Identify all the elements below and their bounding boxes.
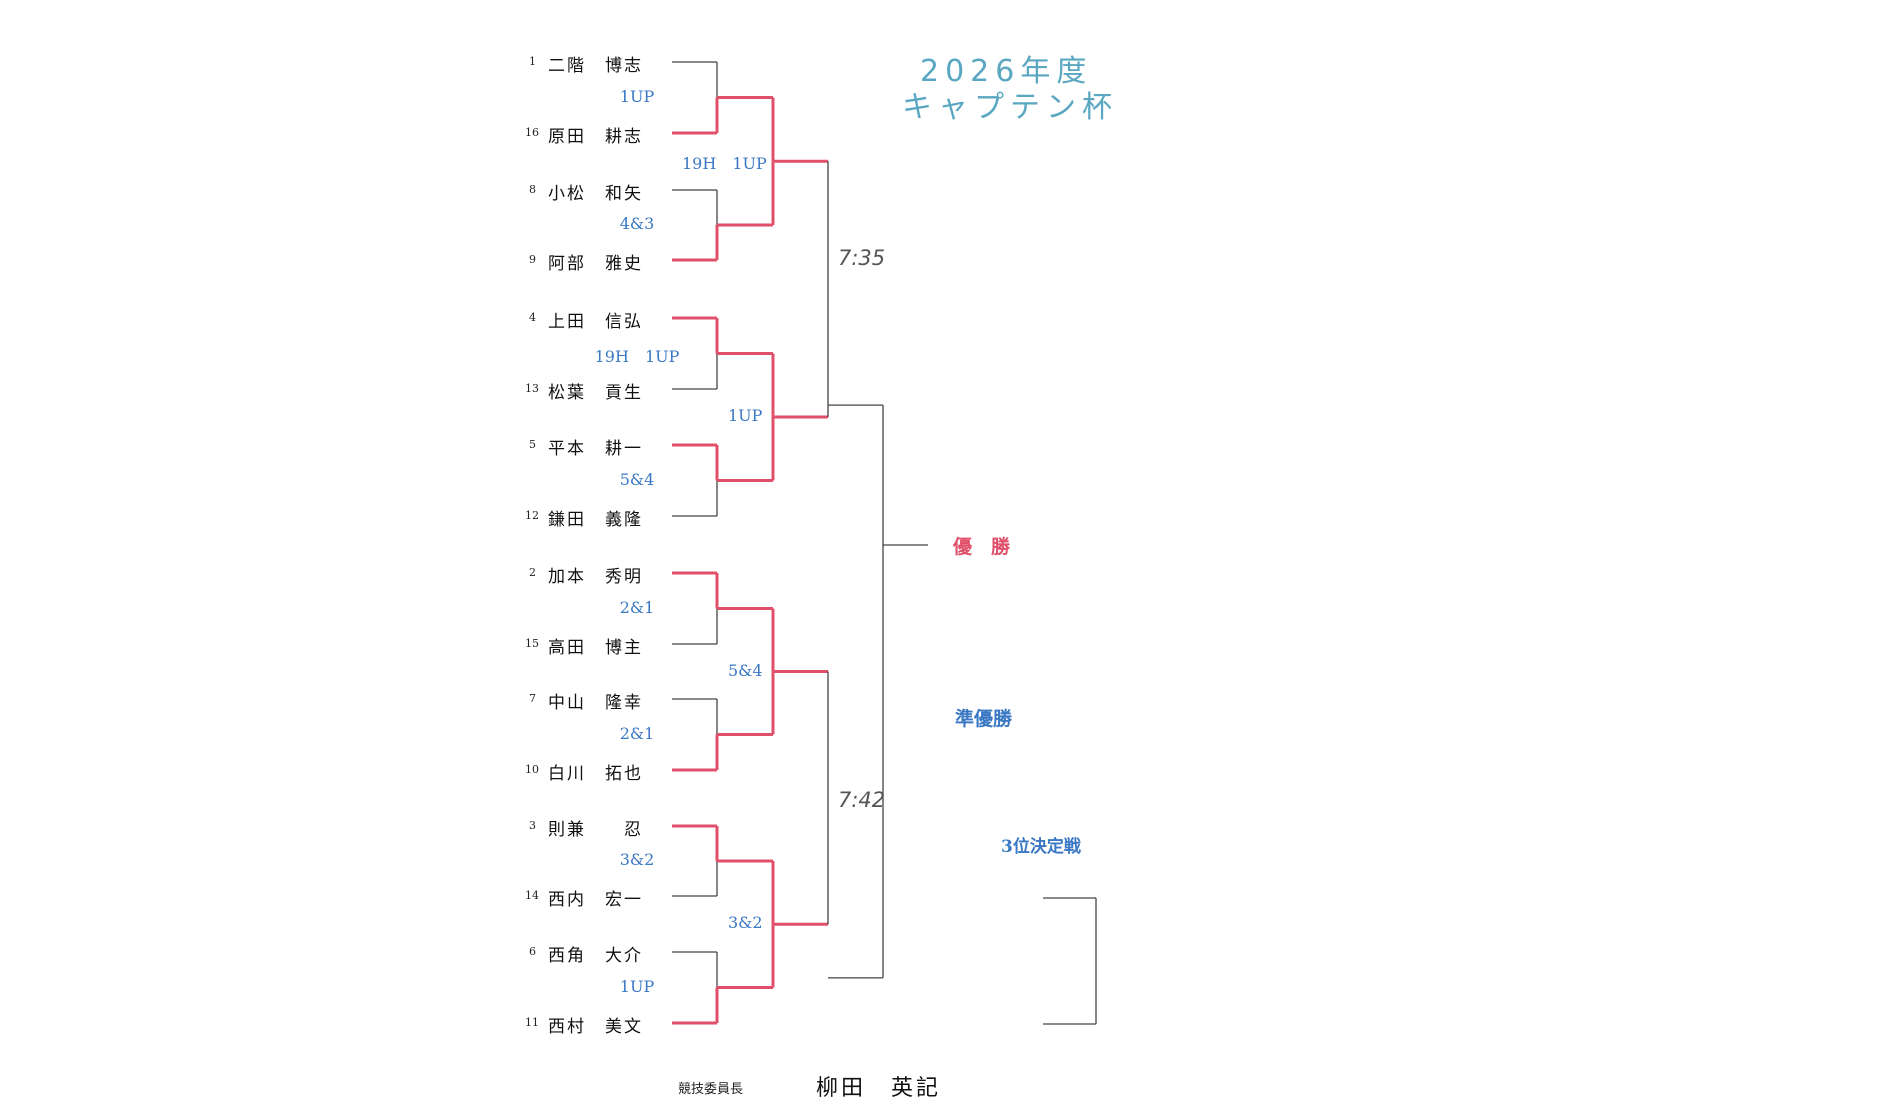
player-seed: 16 (525, 126, 539, 139)
player-name: 上田 信弘 (548, 312, 643, 332)
player-name: 白川 拓也 (548, 764, 643, 784)
player-seed: 7 (529, 692, 536, 705)
round2-score: 1UP (728, 406, 763, 425)
player-name: 鎌田 義隆 (548, 510, 643, 530)
round1-score: 1UP (619, 86, 655, 106)
player-name: 加本 秀明 (548, 567, 643, 587)
round1-score: 2&1 (619, 597, 655, 617)
player-name: 原田 耕志 (548, 127, 643, 147)
player-name: 則兼 忍 (548, 820, 643, 840)
round2-score: 5&4 (728, 660, 763, 680)
player-seed: 6 (529, 945, 536, 958)
player-name: 小松 和矢 (548, 184, 643, 204)
player-seed: 10 (525, 763, 539, 776)
player-seed: 2 (529, 566, 536, 579)
player-name: 平本 耕一 (548, 439, 643, 459)
player-name: 西内 宏一 (548, 890, 643, 910)
player-name: 松葉 貢生 (548, 383, 643, 403)
round2-score: 19H 1UP (682, 154, 767, 174)
round1-score: 2&1 (619, 723, 655, 743)
round1-score: 1UP (619, 976, 655, 996)
committee-chair-name: 柳田 英記 (816, 1076, 942, 1101)
title-year: 2026年度 (920, 54, 1093, 89)
player-seed: 1 (529, 55, 536, 68)
player-name: 二階 博志 (548, 56, 643, 76)
player-name: 高田 博主 (548, 638, 643, 658)
player-seed: 4 (529, 311, 536, 324)
committee-chair-title: 競技委員長 (678, 1082, 744, 1097)
player-seed: 12 (525, 509, 539, 522)
round1-score: 4&3 (619, 214, 655, 233)
semifinal-time-top: 7:35 (838, 246, 886, 270)
player-seed: 3 (529, 819, 536, 832)
player-seed: 8 (529, 183, 536, 196)
player-name: 西村 美文 (548, 1017, 643, 1037)
round1-score: 3&2 (619, 850, 655, 869)
player-seed: 13 (525, 382, 539, 395)
player-seed: 14 (525, 889, 539, 902)
title-cup-name: キャプテン杯 (902, 90, 1118, 125)
round2-score: 3&2 (728, 913, 763, 933)
player-name: 西角 大介 (548, 946, 643, 966)
semifinal-time-bottom: 7:42 (838, 788, 886, 812)
player-seed: 5 (529, 438, 536, 451)
round1-score: 19H 1UP (594, 346, 680, 366)
player-seed: 9 (529, 253, 536, 266)
player-seed: 11 (525, 1016, 539, 1029)
player-name: 中山 隆幸 (548, 693, 643, 713)
third-place-label: 3位決定戦 (1001, 837, 1081, 857)
champion-label: 優 勝 (953, 536, 1011, 558)
player-name: 阿部 雅史 (548, 254, 643, 274)
runner-up-label: 準優勝 (955, 708, 1013, 730)
round1-score: 5&4 (619, 469, 655, 489)
player-seed: 15 (525, 637, 539, 650)
